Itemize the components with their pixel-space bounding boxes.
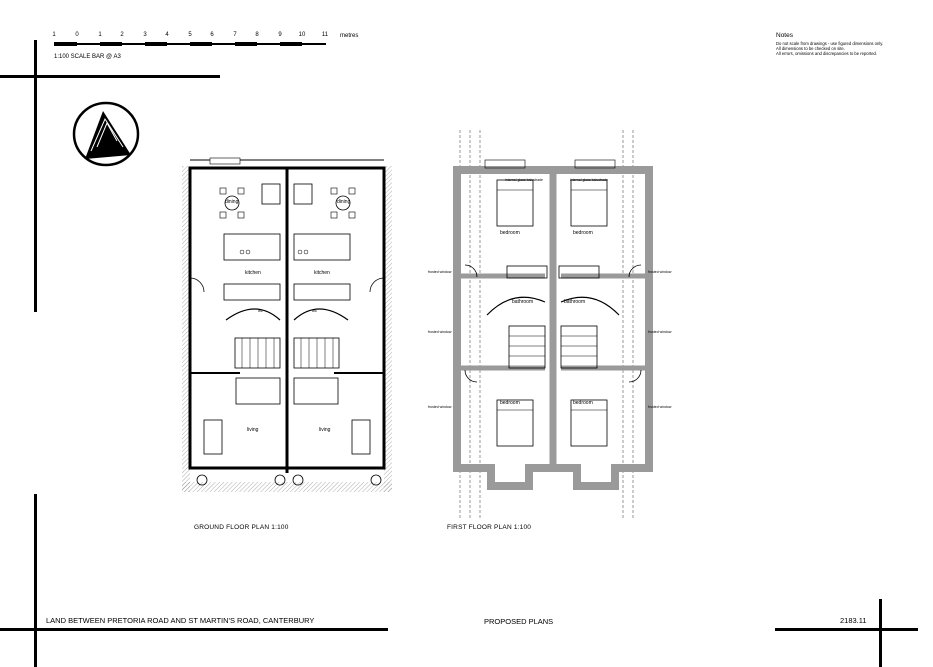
stairs-right-ff — [560, 325, 598, 369]
scale-bar-segment — [100, 42, 122, 46]
scale-tick: 3 — [143, 32, 147, 38]
room-label-dining-left: dining — [225, 199, 239, 205]
label-frosted-window: frosted window — [428, 270, 452, 274]
room-label-kitchen-left: kitchen — [245, 270, 261, 276]
label-frosted-window: frosted window — [648, 405, 672, 409]
frame-line-bottom-h-left — [0, 628, 388, 631]
room-label-bedroom-bl: bedroom — [500, 400, 520, 406]
room-label-living-right: living — [319, 427, 331, 433]
notes-line: All dimensions to be checked on site. — [776, 46, 845, 52]
scale-bar-segment — [235, 42, 257, 46]
first-floor-plan — [453, 130, 653, 520]
scale-unit: metres — [340, 33, 359, 39]
room-label-bedroom-tr: bedroom — [573, 230, 593, 236]
room-label-dining-right: dining — [337, 199, 351, 205]
scale-bar: 1 0 1 2 3 4 5 6 7 8 9 10 11 metres 1:100… — [52, 32, 358, 62]
north-arrow-icon — [72, 101, 140, 167]
scale-tick: 6 — [210, 32, 214, 38]
bed-bottom-left — [496, 399, 534, 447]
bed-bottom-right — [570, 399, 608, 447]
scale-tick: 1 — [98, 32, 102, 38]
scale-bar-segment — [190, 42, 212, 46]
frame-line-right-v — [879, 599, 882, 667]
scale-tick: 1 — [52, 32, 56, 38]
label-internal-glass: internal glass balustrade — [505, 178, 543, 182]
room-label-bedroom-br: bedroom — [573, 400, 593, 406]
kitchen-island-left — [223, 233, 281, 261]
label-internal-glass: internal glass balustrade — [570, 178, 608, 182]
first-floor-title: FIRST FLOOR PLAN 1:100 — [447, 524, 532, 531]
room-label-wc-right: wc — [312, 308, 317, 313]
bed-top-left — [496, 179, 534, 227]
boundary-hatch-bottom — [182, 482, 392, 492]
frame-line-left-v-lower — [34, 494, 37, 667]
kitchen-island-right — [293, 233, 351, 261]
room-label-wc-left: wc — [258, 308, 263, 313]
label-frosted-window: frosted window — [428, 330, 452, 334]
stairs-right — [293, 337, 340, 369]
label-frosted-window: frosted window — [428, 405, 452, 409]
frame-line-bottom-h-right — [775, 628, 918, 631]
ground-floor-plan — [182, 157, 392, 492]
ground-floor-title: GROUND FLOOR PLAN 1:100 — [194, 524, 289, 531]
room-label-bathroom-r: bathroom — [564, 299, 586, 305]
scale-tick: 10 — [298, 32, 306, 38]
frame-line-left-v — [34, 40, 37, 312]
notes-line: Do not scale from drawings - use figured… — [776, 41, 884, 46]
boundary-hatch-left — [182, 166, 190, 492]
sofa-left — [235, 377, 281, 405]
notes-block: Notes Do not scale from drawings - use f… — [776, 32, 926, 57]
scale-caption: 1:100 SCALE BAR @ A3 — [54, 54, 121, 60]
frame-line-top-left-h — [0, 75, 220, 78]
scale-tick: 7 — [233, 32, 237, 38]
scale-tick: 0 — [75, 32, 79, 38]
scale-tick: 8 — [255, 32, 259, 38]
scale-tick: 9 — [278, 32, 282, 38]
scale-bar-segment — [54, 42, 77, 46]
drawing-number: 2183.11 — [840, 616, 867, 625]
notes-line: All errors, omissions and discrepancies … — [776, 51, 878, 57]
scale-tick: 4 — [165, 32, 169, 38]
room-label-kitchen-right: kitchen — [314, 270, 330, 276]
boundary-hatch-right — [384, 166, 392, 492]
dining-table-left — [219, 187, 245, 219]
bed-top-right — [570, 179, 608, 227]
dining-table-right — [330, 187, 356, 219]
room-label-living-left: living — [247, 427, 259, 433]
label-frosted-window: frosted window — [648, 270, 672, 274]
outer-wall — [453, 166, 653, 490]
scale-bar-segment — [280, 42, 302, 46]
scale-tick: 5 — [188, 32, 192, 38]
sofa-right — [293, 377, 339, 405]
label-frosted-window: frosted window — [648, 330, 672, 334]
site-address: LAND BETWEEN PRETORIA ROAD AND ST MARTIN… — [46, 616, 315, 625]
stairs-left-ff — [508, 325, 546, 369]
scale-bar-segment — [145, 42, 167, 46]
stairs-left — [234, 337, 281, 369]
drawing-title: PROPOSED PLANS — [484, 617, 554, 626]
room-label-bathroom-l: bathroom — [512, 299, 534, 305]
notes-heading: Notes — [776, 32, 793, 39]
scale-tick: 2 — [120, 32, 124, 38]
room-label-bedroom-tl: bedroom — [500, 230, 520, 236]
scale-tick: 11 — [321, 32, 329, 38]
